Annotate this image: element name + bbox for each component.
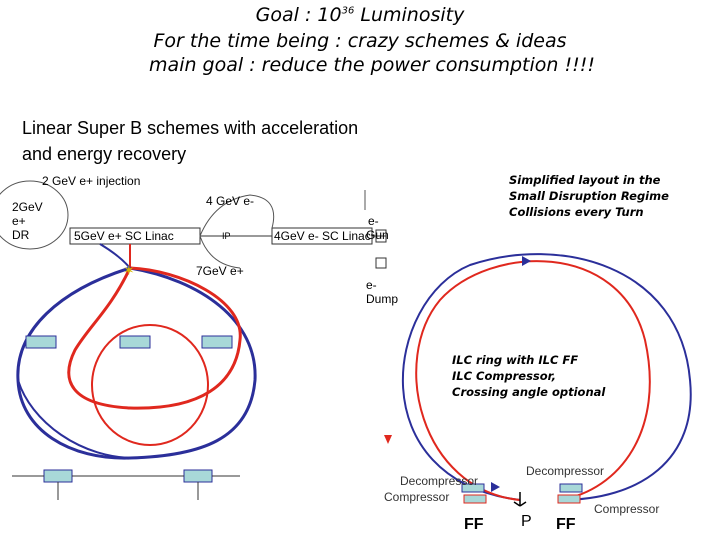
e7-label: 7GeV e+ [196, 264, 244, 278]
right-blue-ring [401, 253, 692, 501]
gun-label: Gun [366, 228, 389, 242]
svg-text:✶: ✶ [123, 263, 135, 279]
decompressor-left-label: Decompressor [400, 474, 479, 488]
left-title-line-2: and energy recovery [22, 144, 187, 164]
right-red-ring [415, 260, 651, 501]
left-small-box-1 [25, 335, 57, 349]
subtitle-line-1: For the time being : crazy schemes & ide… [153, 30, 567, 52]
left-compressor-box [461, 483, 485, 493]
dump-label: e- Dump [366, 278, 399, 306]
right-compressor-box [559, 483, 583, 493]
subtitle-line-2: main goal : reduce the power consumption… [149, 54, 595, 76]
left-inner-red-ring [91, 324, 209, 446]
decompressor-right-label: Decompressor [526, 464, 605, 478]
left-red-loop [67, 266, 242, 410]
damping-ring-shape [0, 180, 69, 250]
left-small-box-5 [183, 469, 213, 483]
compressor-right-label: Compressor [594, 502, 660, 516]
ip-small-label: IP [222, 231, 231, 241]
simplified-layout-note: Simplified layout in the Small Disruptio… [509, 173, 669, 219]
goal-heading-suffix: Luminosity [354, 4, 465, 26]
ilc-ring-note: ILC ring with ILC FF ILC Compressor, Cro… [452, 353, 606, 399]
goal-heading-exponent: 36 [341, 5, 355, 17]
left-title-line-1: Linear Super B schemes with acceleration [22, 118, 359, 138]
e4-label: 4 GeV e- [206, 194, 255, 208]
gun-top-label: e- [368, 214, 379, 228]
goal-heading-prefix: Goal : 10 [255, 4, 342, 26]
compressor-left-label: Compressor [384, 490, 450, 504]
dump-box [375, 257, 387, 269]
goal-heading: Goal : 1036 Luminosity [0, 4, 720, 26]
left-small-box-3 [201, 335, 233, 349]
linac-1-label: 5GeV e+ SC Linac [74, 229, 174, 243]
ip-label: P [521, 513, 532, 530]
damping-ring-label: 2GeV e+ DR [12, 200, 43, 242]
injection-label: 2 GeV e+ injection [42, 174, 141, 188]
gun-box [375, 229, 387, 243]
left-small-box-2 [119, 335, 151, 349]
right-decompressor-box [557, 494, 581, 504]
left-small-box-4 [43, 469, 73, 483]
ff-right-label: FF [556, 516, 576, 533]
left-decompressor-box [463, 494, 487, 504]
linac-2-label: 4GeV e- SC Linac [274, 229, 371, 243]
ff-left-label: FF [464, 516, 484, 533]
